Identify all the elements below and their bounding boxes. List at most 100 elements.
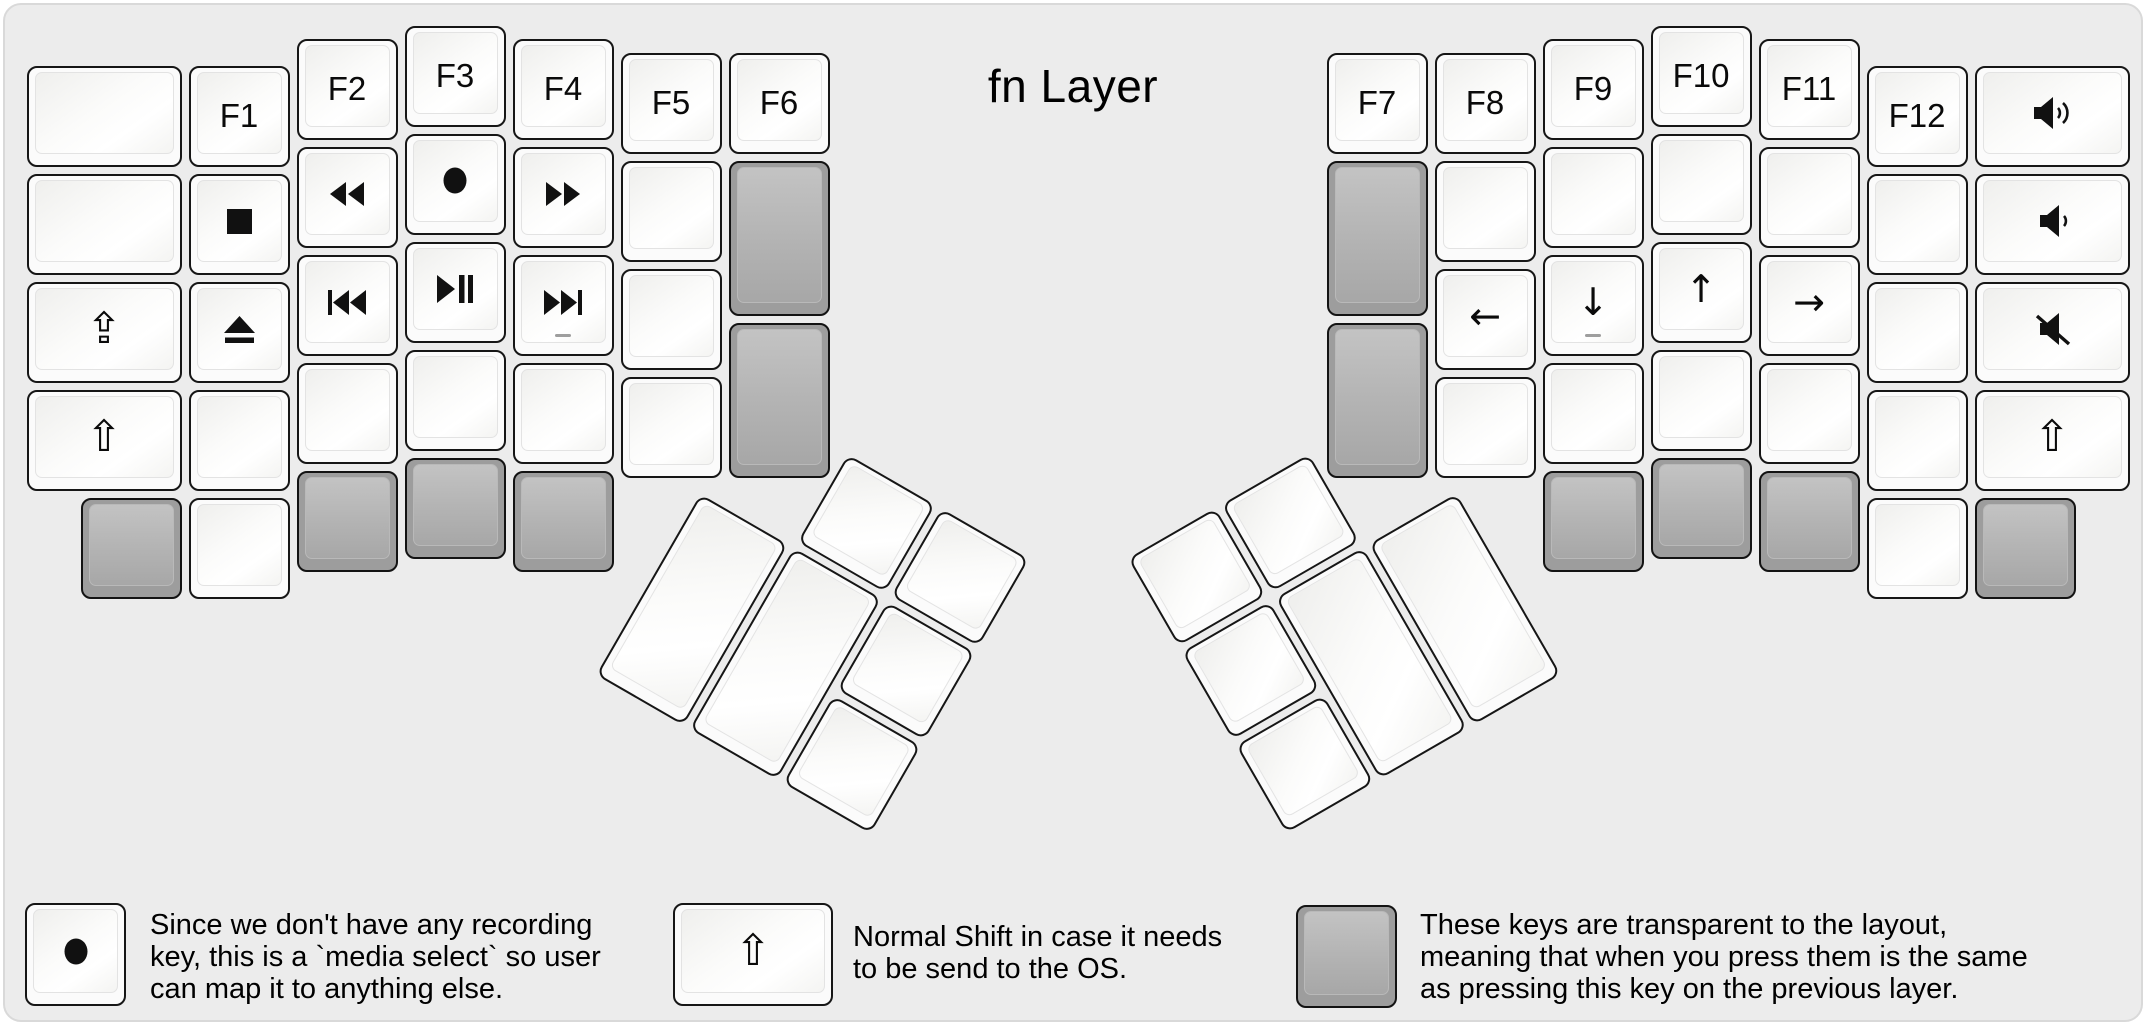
key-transparent[interactable] bbox=[728, 160, 830, 316]
key-blank[interactable] bbox=[404, 349, 506, 451]
key-eject[interactable] bbox=[188, 282, 290, 383]
eject-icon bbox=[198, 289, 281, 369]
legend-text-record: Since we don't have any recording key, t… bbox=[150, 909, 601, 1005]
key-record[interactable] bbox=[404, 133, 506, 235]
key-f11[interactable]: F11 bbox=[1758, 39, 1860, 140]
key-shift-right[interactable]: ⇧ bbox=[1974, 390, 2130, 491]
key-blank[interactable] bbox=[188, 390, 290, 491]
keytop bbox=[33, 909, 118, 993]
keytop bbox=[412, 355, 498, 438]
key-arrow-left[interactable]: ← bbox=[1434, 268, 1536, 370]
key-f10[interactable]: F10 bbox=[1650, 25, 1752, 127]
keytop bbox=[520, 369, 606, 451]
key-prev-track[interactable] bbox=[296, 255, 398, 356]
key-transparent[interactable] bbox=[80, 498, 182, 599]
key-blank[interactable] bbox=[1542, 147, 1644, 248]
key-blank[interactable] bbox=[188, 498, 290, 599]
keytop bbox=[736, 328, 822, 465]
key-blank[interactable] bbox=[1650, 133, 1752, 235]
volume-up-icon bbox=[1984, 73, 2121, 153]
key-label-f3: F3 bbox=[435, 56, 475, 94]
key-blank[interactable] bbox=[26, 66, 182, 167]
key-f1[interactable]: F1 bbox=[188, 66, 290, 167]
keytop bbox=[1874, 288, 1960, 370]
key-shift-sample: ⇧ bbox=[673, 903, 833, 1006]
volume-down-icon bbox=[1984, 181, 2121, 261]
key-blank[interactable] bbox=[296, 363, 398, 464]
key-label-f7: F7 bbox=[1357, 83, 1397, 121]
keytop bbox=[628, 382, 714, 465]
keytop: F8 bbox=[1442, 58, 1528, 141]
legend-shift-line-1: Normal Shift in case it needs bbox=[853, 921, 1223, 953]
key-blank[interactable] bbox=[1866, 390, 1968, 491]
legend-record-line-3: can map it to anything else. bbox=[150, 973, 504, 1005]
keytop bbox=[1442, 382, 1528, 465]
key-arrow-right[interactable]: → bbox=[1758, 255, 1860, 356]
key-blank[interactable] bbox=[1434, 376, 1536, 478]
key-transparent[interactable] bbox=[728, 322, 830, 478]
key-blank[interactable] bbox=[1866, 174, 1968, 275]
key-transparent[interactable] bbox=[1974, 498, 2076, 599]
key-blank[interactable] bbox=[26, 174, 182, 275]
key-blank[interactable] bbox=[620, 268, 722, 370]
key-stop[interactable] bbox=[188, 174, 290, 275]
legend-record-line-1: Since we don't have any recording bbox=[150, 909, 593, 941]
key-f5[interactable]: F5 bbox=[620, 52, 722, 154]
key-f3[interactable]: F3 bbox=[404, 25, 506, 127]
keytop bbox=[1982, 180, 2122, 262]
left-arrow-icon: ← bbox=[1469, 293, 1501, 338]
stop-icon bbox=[198, 181, 281, 261]
key-mute[interactable] bbox=[1974, 282, 2130, 383]
key-f2[interactable]: F2 bbox=[296, 39, 398, 140]
play-pause-icon bbox=[414, 249, 497, 329]
key-caps-lock[interactable]: ⇪ bbox=[26, 282, 182, 383]
key-transparent[interactable] bbox=[512, 471, 614, 572]
key-f12[interactable]: F12 bbox=[1866, 66, 1968, 167]
key-blank[interactable] bbox=[1650, 349, 1752, 451]
key-blank[interactable] bbox=[1758, 363, 1860, 464]
key-transparent-sample bbox=[1296, 905, 1397, 1008]
keytop bbox=[1766, 477, 1852, 559]
key-transparent[interactable] bbox=[1326, 322, 1428, 478]
key-play-pause[interactable] bbox=[404, 241, 506, 343]
key-blank[interactable] bbox=[1434, 160, 1536, 262]
key-transparent[interactable] bbox=[1542, 471, 1644, 572]
key-arrow-up[interactable]: ↑ bbox=[1650, 241, 1752, 343]
key-transparent[interactable] bbox=[404, 457, 506, 559]
key-rewind[interactable] bbox=[296, 147, 398, 248]
key-label-f2: F2 bbox=[327, 70, 367, 107]
key-label-f6: F6 bbox=[759, 83, 799, 121]
keytop bbox=[1658, 355, 1744, 438]
key-volume-down[interactable] bbox=[1974, 174, 2130, 275]
layer-title: fn Layer bbox=[987, 60, 1159, 112]
keytop bbox=[1874, 396, 1960, 478]
shift-icon: ⇧ bbox=[85, 411, 123, 462]
key-transparent[interactable] bbox=[296, 471, 398, 572]
key-blank[interactable] bbox=[1758, 147, 1860, 248]
key-shift-left[interactable]: ⇧ bbox=[26, 390, 182, 491]
key-blank[interactable] bbox=[1866, 282, 1968, 383]
keytop bbox=[88, 504, 174, 586]
key-transparent[interactable] bbox=[1758, 471, 1860, 572]
key-f4[interactable]: F4 bbox=[512, 39, 614, 140]
mute-icon bbox=[1984, 289, 2121, 369]
key-f6[interactable]: F6 bbox=[728, 52, 830, 154]
key-blank[interactable] bbox=[1866, 498, 1968, 599]
keytop bbox=[1550, 369, 1636, 451]
key-blank[interactable] bbox=[512, 363, 614, 464]
key-f7[interactable]: F7 bbox=[1326, 52, 1428, 154]
key-label-f5: F5 bbox=[651, 83, 691, 121]
keytop bbox=[196, 396, 282, 478]
key-fast-forward[interactable] bbox=[512, 147, 614, 248]
keytop bbox=[520, 261, 606, 343]
key-blank[interactable] bbox=[620, 160, 722, 262]
key-arrow-down[interactable]: ↓ bbox=[1542, 255, 1644, 356]
key-next-track[interactable] bbox=[512, 255, 614, 356]
key-f9[interactable]: F9 bbox=[1542, 39, 1644, 140]
key-blank[interactable] bbox=[620, 376, 722, 478]
key-transparent[interactable] bbox=[1650, 457, 1752, 559]
key-transparent[interactable] bbox=[1326, 160, 1428, 316]
key-blank[interactable] bbox=[1542, 363, 1644, 464]
key-f8[interactable]: F8 bbox=[1434, 52, 1536, 154]
key-volume-up[interactable] bbox=[1974, 66, 2130, 167]
